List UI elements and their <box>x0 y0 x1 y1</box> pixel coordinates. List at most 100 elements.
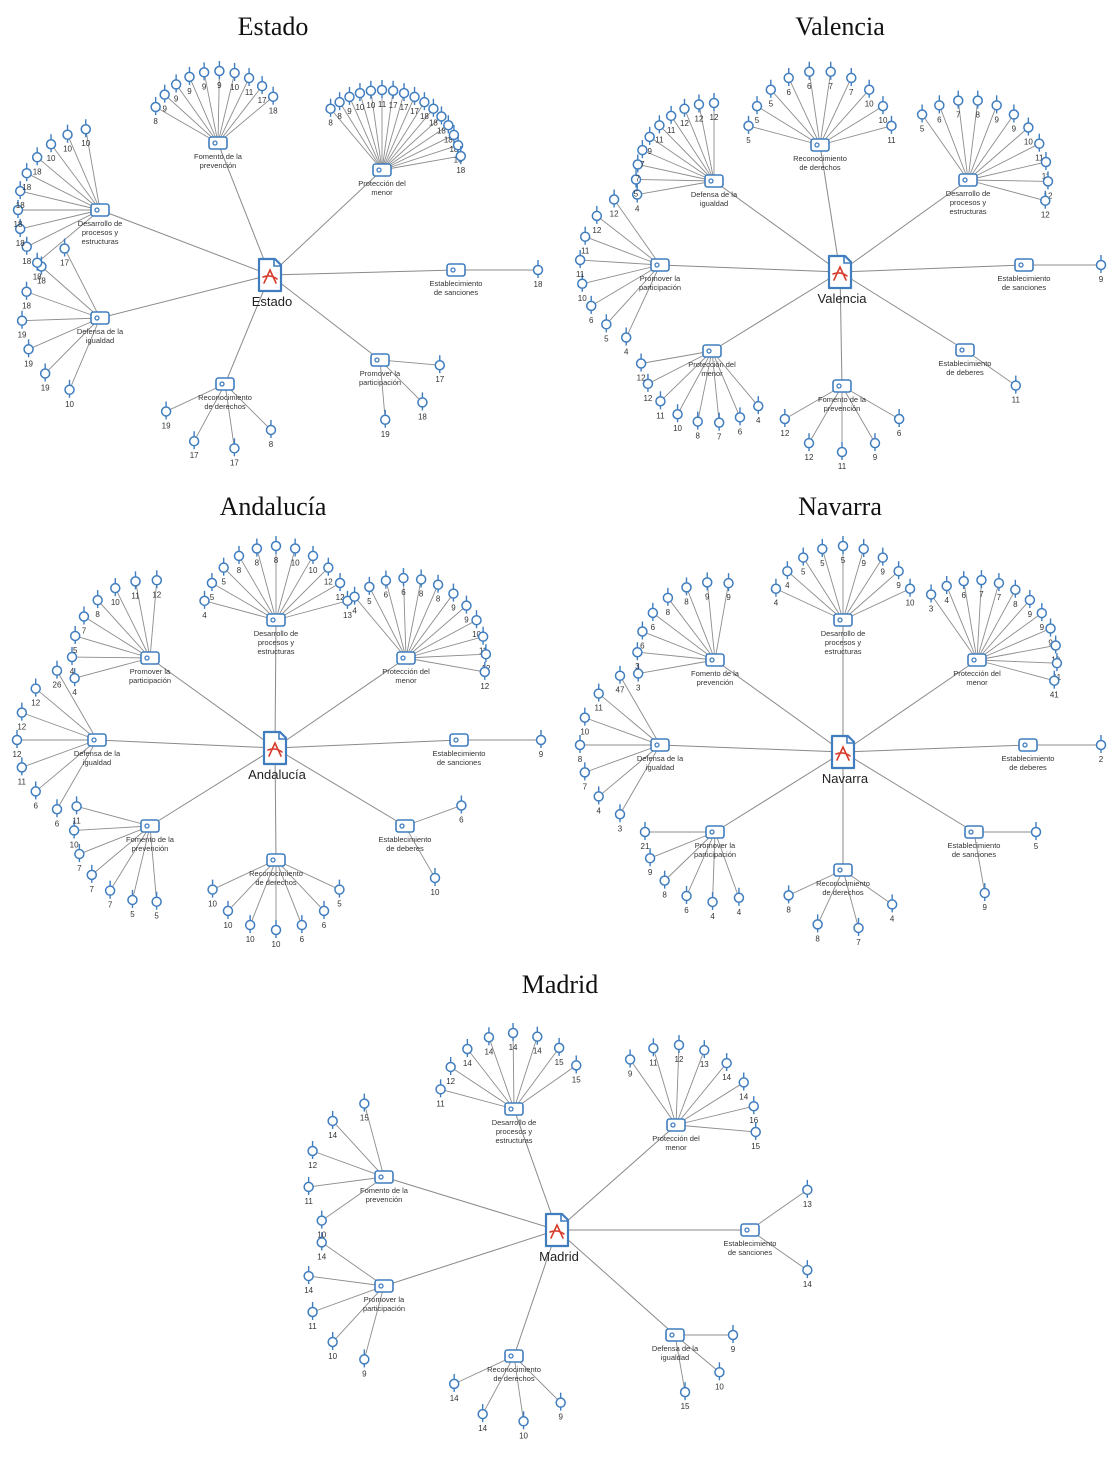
code-tag-icon[interactable] <box>967 653 987 667</box>
quote-pin-icon[interactable] <box>435 1079 446 1098</box>
quote-pin-icon[interactable] <box>662 587 674 606</box>
quote-pin-icon[interactable] <box>779 409 791 427</box>
quote-pin-icon[interactable] <box>941 575 952 594</box>
quote-pin-icon[interactable] <box>479 661 491 680</box>
quote-pin-icon[interactable] <box>207 879 218 898</box>
quote-pin-icon[interactable] <box>206 573 218 591</box>
quote-pin-icon[interactable] <box>1045 618 1056 637</box>
quote-pin-icon[interactable] <box>251 538 263 557</box>
quote-pin-icon[interactable] <box>86 864 98 883</box>
quote-pin-icon[interactable] <box>31 252 43 271</box>
quote-pin-icon[interactable] <box>679 98 690 117</box>
quote-pin-icon[interactable] <box>972 90 983 109</box>
quote-pin-icon[interactable] <box>327 1110 338 1129</box>
quote-pin-icon[interactable] <box>151 891 162 910</box>
code-tag-icon[interactable] <box>810 138 830 152</box>
quote-pin-icon[interactable] <box>644 848 656 867</box>
quote-pin-icon[interactable] <box>803 433 815 452</box>
quote-pin-icon[interactable] <box>436 106 447 125</box>
quote-pin-icon[interactable] <box>428 98 439 117</box>
quote-pin-icon[interactable] <box>532 260 544 278</box>
code-tag-icon[interactable] <box>140 651 160 665</box>
quote-pin-icon[interactable] <box>45 134 57 153</box>
quote-pin-icon[interactable] <box>614 665 626 684</box>
quote-pin-icon[interactable] <box>1095 735 1107 753</box>
quote-pin-icon[interactable] <box>11 730 23 748</box>
quote-pin-icon[interactable] <box>429 867 441 886</box>
quote-pin-icon[interactable] <box>632 642 643 661</box>
quote-pin-icon[interactable] <box>359 1349 370 1368</box>
quote-pin-icon[interactable] <box>365 80 377 99</box>
quote-pin-icon[interactable] <box>904 578 916 597</box>
quote-pin-icon[interactable] <box>893 409 905 427</box>
quote-pin-icon[interactable] <box>555 1392 566 1411</box>
quote-pin-icon[interactable] <box>601 314 612 333</box>
quote-pin-icon[interactable] <box>198 62 210 81</box>
quote-pin-icon[interactable] <box>642 373 654 392</box>
code-tag-icon[interactable] <box>395 819 415 833</box>
quote-pin-icon[interactable] <box>681 577 692 596</box>
pdf-document-icon[interactable] <box>544 1212 570 1248</box>
quote-pin-icon[interactable] <box>679 1382 691 1401</box>
quote-pin-icon[interactable] <box>553 1037 565 1056</box>
quote-pin-icon[interactable] <box>812 914 823 933</box>
quote-pin-icon[interactable] <box>434 355 446 374</box>
quote-pin-icon[interactable] <box>1095 255 1107 273</box>
quote-pin-icon[interactable] <box>409 86 420 105</box>
quote-pin-icon[interactable] <box>886 894 898 913</box>
code-tag-icon[interactable] <box>372 163 392 177</box>
quote-pin-icon[interactable] <box>68 820 80 839</box>
code-tag-icon[interactable] <box>504 1349 524 1363</box>
quote-pin-icon[interactable] <box>532 1026 543 1045</box>
quote-pin-icon[interactable] <box>267 86 279 105</box>
quote-pin-icon[interactable] <box>325 98 336 117</box>
code-tag-icon[interactable] <box>140 819 160 833</box>
quote-pin-icon[interactable] <box>417 392 428 411</box>
quote-pin-icon[interactable] <box>1023 117 1034 136</box>
quote-pin-icon[interactable] <box>303 1176 314 1195</box>
code-tag-icon[interactable] <box>374 1170 394 1184</box>
quote-pin-icon[interactable] <box>886 115 897 134</box>
quote-pin-icon[interactable] <box>233 545 245 564</box>
quote-pin-icon[interactable] <box>455 146 467 165</box>
quote-pin-icon[interactable] <box>863 79 875 98</box>
quote-pin-icon[interactable] <box>51 799 63 818</box>
quote-pin-icon[interactable] <box>334 573 346 591</box>
code-tag-icon[interactable] <box>702 344 722 358</box>
quote-pin-icon[interactable] <box>39 363 51 382</box>
code-tag-icon[interactable] <box>449 733 469 747</box>
quote-pin-icon[interactable] <box>782 561 793 580</box>
quote-pin-icon[interactable] <box>681 885 692 904</box>
quote-pin-icon[interactable] <box>30 781 41 800</box>
quote-pin-icon[interactable] <box>14 181 26 200</box>
quote-pin-icon[interactable] <box>12 200 24 218</box>
quote-pin-icon[interactable] <box>477 1404 488 1423</box>
quote-pin-icon[interactable] <box>869 433 881 452</box>
code-tag-icon[interactable] <box>370 353 390 367</box>
quote-pin-icon[interactable] <box>535 730 547 748</box>
quote-pin-icon[interactable] <box>462 1038 473 1057</box>
quote-pin-icon[interactable] <box>934 95 945 114</box>
quote-pin-icon[interactable] <box>608 189 620 208</box>
quote-pin-icon[interactable] <box>477 626 489 645</box>
quote-pin-icon[interactable] <box>579 226 591 245</box>
code-tag-icon[interactable] <box>90 311 110 325</box>
quote-pin-icon[interactable] <box>78 606 90 625</box>
code-tag-icon[interactable] <box>705 653 725 667</box>
code-tag-icon[interactable] <box>215 377 235 391</box>
code-tag-icon[interactable] <box>208 136 228 150</box>
